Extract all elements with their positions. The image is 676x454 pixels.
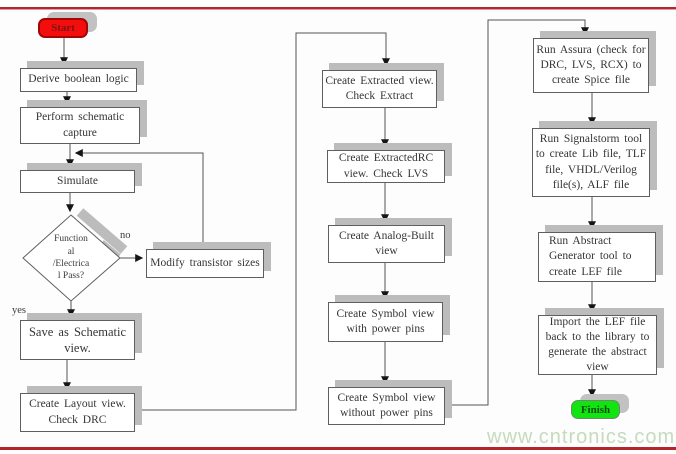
node-simulate: Simulate <box>20 170 135 193</box>
node-run-abstract-generator: Run Abstract Generator tool to create LE… <box>538 232 656 282</box>
node-run-signalstorm: Run Signalstorm tool to create Lib file,… <box>532 128 650 197</box>
branch-no-label: no <box>120 230 131 241</box>
watermark-text: www.cntronics.com <box>487 426 676 448</box>
branch-yes-label: yes <box>12 305 26 316</box>
node-create-extracted-view: Create Extracted view. Check Extract <box>322 70 437 108</box>
node-run-assura: Run Assura (check for DRC, LVS, RCX) to … <box>533 38 649 93</box>
node-create-analog-built-view: Create Analog-Built view <box>328 225 445 263</box>
node-symbol-view-without-power-pins: Create Symbol view without power pins <box>328 387 445 425</box>
node-import-lef-file: Import the LEF file back to the library … <box>538 315 657 375</box>
node-modify-transistor-sizes: Modify transistor sizes <box>146 249 264 278</box>
node-perform-schematic-capture: Perform schematic capture <box>20 107 140 144</box>
node-symbol-view-with-power-pins: Create Symbol view with power pins <box>328 302 443 342</box>
node-save-as-schematic-view: Save as Schematic view. <box>20 320 135 360</box>
bottom-divider-line <box>0 447 676 450</box>
node-create-extractedrc-view: Create ExtractedRC view. Check LVS <box>327 150 445 183</box>
node-decision-label: Function al /Electrica l Pass? <box>52 234 90 282</box>
top-divider-line <box>0 7 676 9</box>
node-finish: Finish <box>571 400 620 419</box>
node-derive-boolean-logic: Derive boolean logic <box>20 68 137 92</box>
node-start: Start <box>38 18 88 38</box>
node-create-layout-view: Create Layout view. Check DRC <box>20 393 135 432</box>
